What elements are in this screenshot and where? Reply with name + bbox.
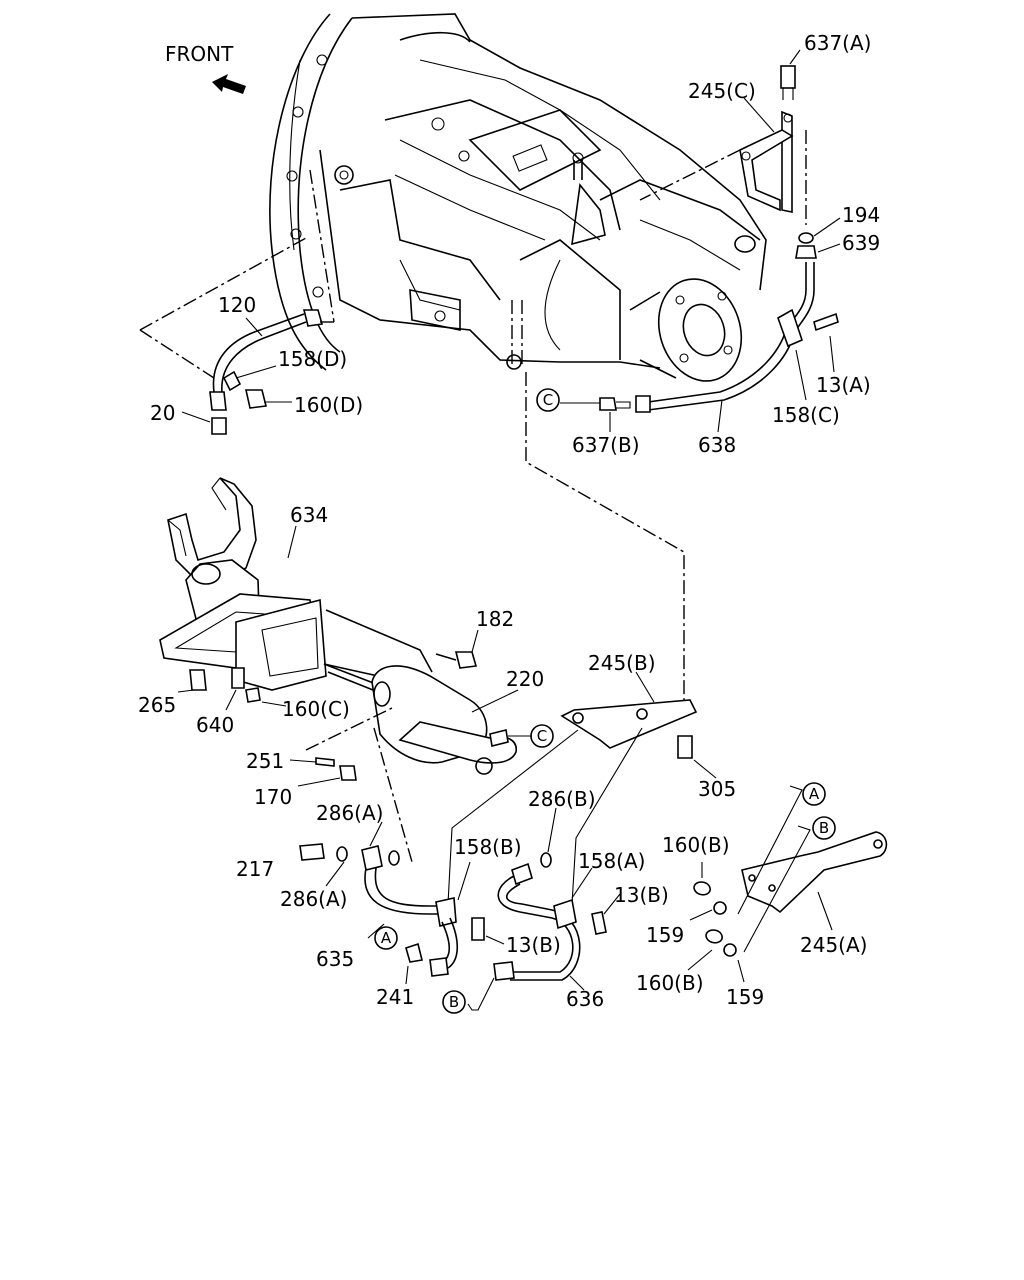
bolt-217 bbox=[299, 843, 325, 861]
label-159-top: 159 bbox=[646, 923, 684, 947]
svg-text:B: B bbox=[819, 819, 829, 837]
label-170: 170 bbox=[254, 785, 292, 809]
label-13b-left: 13(B) bbox=[506, 933, 561, 957]
hose-635 bbox=[299, 843, 485, 977]
clip-158b bbox=[435, 897, 457, 927]
bracket-245b bbox=[560, 699, 698, 759]
washer-159-top bbox=[713, 901, 727, 915]
label-305: 305 bbox=[698, 777, 736, 801]
nut-639 bbox=[795, 245, 817, 259]
fitting-637a bbox=[780, 65, 796, 89]
label-640: 640 bbox=[196, 713, 234, 737]
svg-text:B: B bbox=[449, 993, 459, 1011]
label-637b: 637(B) bbox=[572, 433, 640, 457]
label-160b-top: 160(B) bbox=[662, 833, 730, 857]
label-158b: 158(B) bbox=[454, 835, 522, 859]
washer-194 bbox=[798, 232, 814, 244]
nut-170 bbox=[339, 765, 357, 781]
ref-marker-b-left: B bbox=[442, 990, 466, 1014]
label-251: 251 bbox=[246, 749, 284, 773]
front-label: FRONT bbox=[165, 42, 234, 66]
label-245b: 245(B) bbox=[588, 651, 656, 675]
front-arrow-icon bbox=[212, 74, 246, 94]
label-160b-low: 160(B) bbox=[636, 971, 704, 995]
label-182: 182 bbox=[476, 607, 514, 631]
label-286a-low: 286(A) bbox=[280, 887, 347, 911]
label-265: 265 bbox=[138, 693, 176, 717]
label-120: 120 bbox=[218, 293, 256, 317]
nut-160b-low bbox=[705, 929, 723, 944]
clip-158c bbox=[777, 308, 803, 348]
svg-text:C: C bbox=[543, 391, 553, 409]
label-217: 217 bbox=[236, 857, 274, 881]
label-13a: 13(A) bbox=[816, 373, 871, 397]
hose-636 bbox=[493, 852, 607, 981]
ref-marker-c-mid: C bbox=[530, 724, 554, 748]
label-194: 194 bbox=[842, 203, 880, 227]
transmission-assembly bbox=[269, 13, 767, 382]
bolt-13b-left bbox=[471, 917, 485, 941]
bracket-245c bbox=[739, 65, 796, 213]
label-635: 635 bbox=[316, 947, 354, 971]
bolt-305 bbox=[677, 735, 693, 759]
label-158c: 158(C) bbox=[772, 403, 840, 427]
label-637a: 637(A) bbox=[804, 31, 871, 55]
fitting-637b bbox=[599, 397, 617, 411]
svg-text:A: A bbox=[381, 929, 392, 947]
bolt-13a bbox=[813, 312, 839, 332]
nut-160b-top bbox=[693, 881, 711, 896]
ref-marker-b-right: B bbox=[812, 816, 836, 840]
label-638: 638 bbox=[698, 433, 736, 457]
label-639: 639 bbox=[842, 231, 880, 255]
svg-text:C: C bbox=[537, 727, 547, 745]
bracket-245a bbox=[693, 831, 888, 957]
label-160c: 160(C) bbox=[282, 697, 350, 721]
clutch-fork-634 bbox=[159, 477, 433, 703]
label-158a: 158(A) bbox=[578, 849, 645, 873]
nut-160c bbox=[245, 687, 261, 703]
label-286a-top: 286(A) bbox=[316, 801, 383, 825]
label-241: 241 bbox=[376, 985, 414, 1009]
label-245c: 245(C) bbox=[688, 79, 756, 103]
label-636: 636 bbox=[566, 987, 604, 1011]
washer-159-low bbox=[723, 943, 737, 957]
clutch-booster-220 bbox=[315, 651, 517, 781]
label-245a: 245(A) bbox=[800, 933, 867, 957]
label-13b-right: 13(B) bbox=[614, 883, 669, 907]
bolt-265 bbox=[189, 669, 207, 691]
ref-marker-c-top: C bbox=[536, 388, 560, 412]
label-159-low: 159 bbox=[726, 985, 764, 1009]
label-220: 220 bbox=[506, 667, 544, 691]
bolt-640 bbox=[231, 667, 245, 689]
label-160d: 160(D) bbox=[294, 393, 363, 417]
svg-text:A: A bbox=[809, 785, 820, 803]
clip-158a bbox=[553, 898, 577, 930]
ref-marker-a-right: A bbox=[802, 782, 826, 806]
bolt-13b-right bbox=[591, 911, 607, 935]
fitting-241 bbox=[405, 942, 423, 963]
bolt-251 bbox=[315, 757, 335, 767]
nut-160d bbox=[245, 389, 267, 409]
label-20: 20 bbox=[150, 401, 175, 425]
ref-marker-a-left: A bbox=[374, 926, 398, 950]
label-286b: 286(B) bbox=[528, 787, 596, 811]
pipe-638 bbox=[599, 262, 839, 413]
clip-158d bbox=[222, 370, 242, 392]
pipe-120 bbox=[209, 309, 324, 435]
fitting-20 bbox=[211, 417, 227, 435]
label-634: 634 bbox=[290, 503, 328, 527]
label-158d: 158(D) bbox=[278, 347, 347, 371]
bolt-182 bbox=[454, 651, 478, 669]
